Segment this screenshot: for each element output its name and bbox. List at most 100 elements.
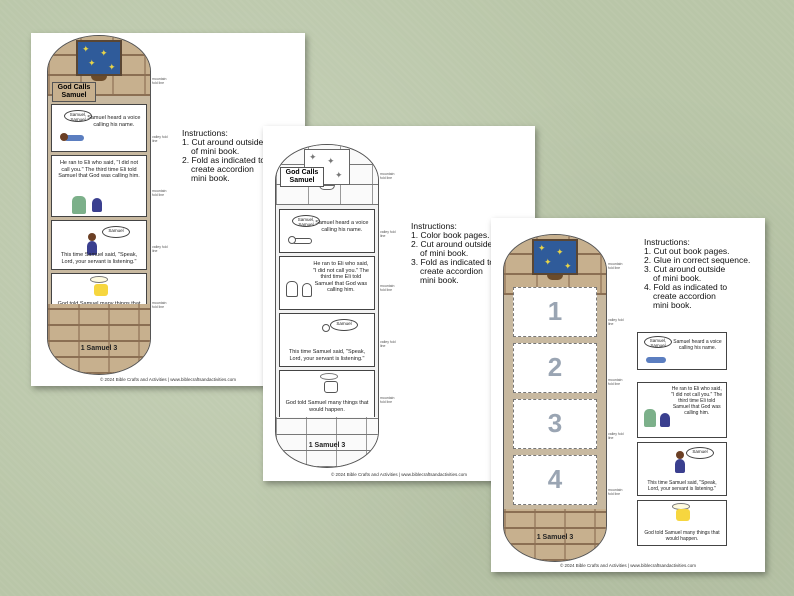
cutout-card-3: Samuel This time Samuel said, "Speak, Lo…: [637, 442, 727, 496]
samuel-head-icon: [288, 236, 296, 244]
instruction-step: 3. Cut around outside: [644, 264, 726, 274]
sequence-number: 4: [547, 464, 563, 494]
fold-label: mountain fold line: [608, 378, 623, 386]
card-text: He ran to Eli who said, "I did not call …: [671, 386, 723, 416]
fold-label: mountain fold line: [608, 488, 623, 496]
instruction-step: 1. Color book pages.: [411, 230, 490, 240]
panel-text: He ran to Eli who said, "I did not call …: [58, 160, 140, 179]
instruction-step: 3. Fold as indicated to: [411, 257, 495, 267]
speech-bubble: Samuel: [330, 319, 358, 331]
fold-label: mountain fold line: [380, 172, 395, 180]
instruction-step: 4. Fold as indicated to: [644, 282, 728, 292]
panel-2: He ran to Eli who said, "I did not call …: [279, 256, 375, 310]
instruction-step: 2. Glue in correct sequence.: [644, 255, 751, 265]
cutout-card-1: Samuel, Samuel Samuel heard a voice call…: [637, 332, 727, 370]
oil-lamp-icon: [91, 76, 107, 81]
page-sequence-version: ✦✦✦✦ 1 2 3 4 1 Samuel 3 mountain fold li…: [491, 218, 765, 572]
fold-label: valley fold line: [380, 230, 396, 238]
panel-text: This time Samuel said, "Speak, Lord, you…: [60, 252, 138, 265]
samuel-head-icon: [60, 133, 68, 141]
panel-text: Samuel heard a voice calling his name.: [87, 115, 141, 128]
window: ✦✦✦✦: [532, 239, 578, 275]
angel-icon: [94, 284, 108, 296]
fold-label: valley fold line: [608, 318, 624, 326]
fold-label: mountain fold line: [608, 262, 623, 270]
samuel-figure-icon: [675, 459, 685, 473]
mini-book-strip: ✦✦✦✦ 1 2 3 4 1 Samuel 3: [503, 234, 607, 562]
fold-label: valley fold line: [152, 135, 168, 143]
eli-figure-icon: [644, 409, 656, 427]
sequence-number: 3: [547, 408, 563, 438]
bed-icon: [64, 135, 84, 141]
sequence-box-2: 2: [513, 343, 597, 393]
instructions-heading: Instructions:: [644, 237, 690, 247]
instructions-heading: Instructions:: [411, 221, 457, 231]
fold-label: mountain fold line: [380, 396, 395, 404]
speech-bubble: Samuel: [102, 226, 130, 238]
fold-label: valley fold line: [380, 340, 396, 348]
instruction-step: create accordion: [653, 291, 716, 301]
card-text: God told Samuel many things that would h…: [644, 530, 720, 542]
page-bw-version: ✦✦✦✦ God Calls Samuel Samuel, Samuel Sam…: [263, 126, 535, 481]
sequence-box-3: 3: [513, 399, 597, 449]
panel-3: Samuel This time Samuel said, "Speak, Lo…: [51, 220, 147, 270]
instruction-step: mini book.: [653, 300, 692, 310]
panel-2: He ran to Eli who said, "I did not call …: [51, 155, 147, 217]
panel-text: This time Samuel said, "Speak, Lord, you…: [288, 349, 366, 362]
panel-1: Samuel, Samuel Samuel heard a voice call…: [51, 104, 147, 152]
scripture-reference: 1 Samuel 3: [536, 534, 574, 541]
samuel-figure-icon: [302, 283, 312, 297]
sequence-number: 2: [547, 352, 563, 382]
instruction-step: create accordion: [420, 266, 483, 276]
samuel-figure-icon: [92, 198, 102, 212]
instruction-step: 2. Fold as indicated to: [182, 155, 266, 165]
bed-icon: [646, 357, 666, 363]
stone-wall-bottom: [48, 304, 150, 374]
speech-bubble: Samuel, Samuel: [64, 110, 92, 122]
mini-book-strip: ✦✦✦✦ God Calls Samuel Samuel, Samuel Sam…: [275, 144, 379, 468]
speech-bubble: Samuel, Samuel: [292, 215, 320, 227]
samuel-head-icon: [88, 233, 96, 241]
sequence-number: 1: [547, 296, 563, 326]
instruction-step: of mini book.: [653, 273, 702, 283]
scripture-reference: 1 Samuel 3: [80, 345, 118, 352]
stone-wall-bottom: [504, 509, 606, 561]
instruction-step: 1. Cut around outside: [182, 137, 264, 147]
speech-bubble: Samuel, Samuel: [644, 336, 672, 348]
samuel-figure-icon: [660, 413, 670, 427]
panel-text: God told Samuel many things that would h…: [285, 400, 369, 413]
page-color-version: ✦✦✦✦ God Calls Samuel Samuel, Samuel Sam…: [31, 33, 305, 386]
panel-3: Samuel This time Samuel said, "Speak, Lo…: [279, 313, 375, 367]
angel-icon: [676, 509, 690, 521]
sequence-box-1: 1: [513, 287, 597, 337]
instruction-step: of mini book.: [191, 146, 240, 156]
fold-label: mountain fold line: [380, 284, 395, 292]
panel-text: He ran to Eli who said, "I did not call …: [312, 261, 369, 293]
card-text: This time Samuel said, "Speak, Lord, you…: [647, 480, 717, 492]
fold-label: mountain fold line: [152, 77, 167, 85]
instruction-step: mini book.: [420, 275, 459, 285]
fold-label: mountain fold line: [152, 301, 167, 309]
cutout-card-2: He ran to Eli who said, "I did not call …: [637, 382, 727, 438]
oil-lamp-icon: [547, 275, 563, 280]
sequence-box-4: 4: [513, 455, 597, 505]
window: ✦✦✦✦: [76, 40, 122, 76]
fold-label: valley fold line: [608, 432, 624, 440]
panel-text: Samuel heard a voice calling his name.: [315, 220, 369, 233]
cutout-card-4: God told Samuel many things that would h…: [637, 500, 727, 546]
scripture-reference: 1 Samuel 3: [308, 442, 346, 449]
instruction-step: mini book.: [191, 173, 230, 183]
instructions: Instructions: 1. Cut out book pages. 2. …: [644, 238, 750, 310]
instruction-step: create accordion: [191, 164, 254, 174]
samuel-head-icon: [676, 451, 684, 459]
book-title: God Calls Samuel: [280, 167, 324, 187]
mini-book-strip: ✦✦✦✦ God Calls Samuel Samuel, Samuel Sam…: [47, 35, 151, 375]
samuel-head-icon: [322, 324, 330, 332]
panel-4: God told Samuel many things that would h…: [279, 370, 375, 418]
footer: © 2024 Bible Crafts and Activities | www…: [330, 472, 468, 477]
instruction-step: of mini book.: [420, 248, 469, 258]
footer: © 2024 Bible Crafts and Activities | www…: [99, 377, 237, 382]
eli-figure-icon: [72, 196, 86, 214]
fold-label: mountain fold line: [152, 189, 167, 197]
instructions-heading: Instructions:: [182, 128, 228, 138]
